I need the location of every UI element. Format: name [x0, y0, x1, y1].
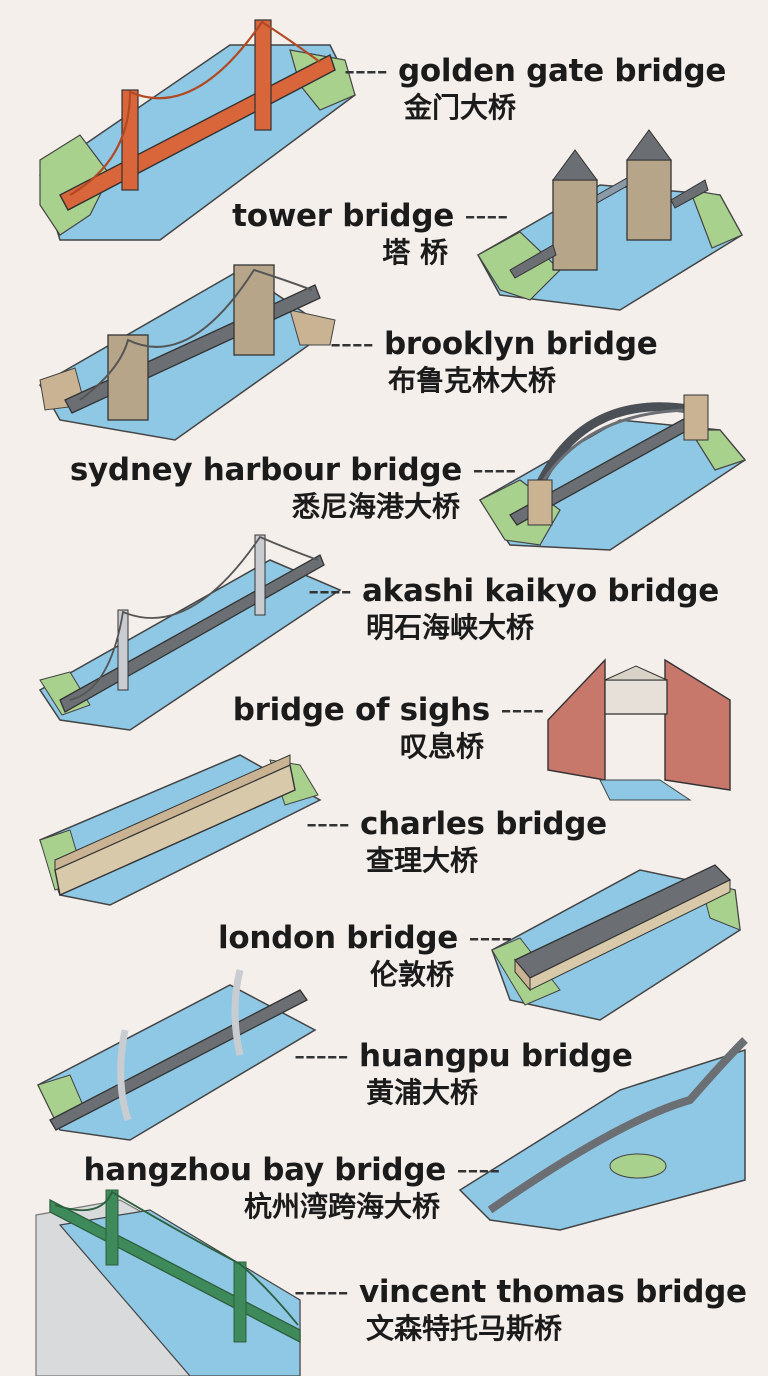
bridge-name-zh: 悉尼海港大桥: [291, 490, 460, 523]
label-tower-bridge: tower bridge ---- 塔 桥: [232, 198, 508, 269]
charles-bridge-illustration: [39, 754, 322, 906]
bridge-name-zh: 金门大桥: [404, 91, 517, 124]
bridge-name-zh: 查理大桥: [366, 844, 479, 877]
bridge-name-en: brooklyn bridge: [384, 326, 658, 362]
label-brooklyn: ---- brooklyn bridge 布鲁克林大桥: [330, 326, 658, 397]
bridge-name-en: vincent thomas bridge: [358, 1274, 747, 1310]
label-hangzhou: hangzhou bay bridge ---- 杭州湾跨海大桥: [83, 1152, 500, 1223]
tower-bridge-illustration: [476, 129, 744, 311]
bridge-name-zh: 文森特托马斯桥: [366, 1312, 563, 1345]
label-bridge-of-sighs: bridge of sighs ---- 叹息桥: [232, 692, 545, 763]
bridge-name-en: tower bridge: [232, 198, 454, 234]
akashi-kaikyo-illustration: [38, 534, 342, 731]
bridge-name-zh: 黄浦大桥: [366, 1076, 479, 1109]
hangzhou-bay-illustration: [458, 1037, 748, 1231]
bridge-name-zh: 塔 桥: [382, 236, 448, 269]
bridge-name-zh: 叹息桥: [399, 730, 484, 763]
london-bridge-illustration: [491, 864, 741, 1021]
bridge-name-en: golden gate bridge: [398, 53, 727, 89]
golden-gate-illustration: [39, 19, 356, 241]
label-golden-gate: ---- golden gate bridge 金门大桥: [344, 53, 727, 124]
huangpu-bridge-illustration: [37, 969, 317, 1141]
bridge-name-en: akashi kaikyo bridge: [362, 573, 720, 609]
label-huangpu: ----- huangpu bridge 黄浦大桥: [294, 1038, 633, 1109]
label-vincent-thomas: ----- vincent thomas bridge 文森特托马斯桥: [294, 1274, 747, 1345]
label-akashi: ---- akashi kaikyo bridge 明石海峡大桥: [308, 573, 720, 644]
sydney-harbour-illustration: [478, 394, 747, 551]
bridge-of-sighs-illustration: [547, 658, 731, 801]
bridge-name-zh: 明石海峡大桥: [366, 611, 535, 644]
label-charles: ---- charles bridge 查理大桥: [306, 806, 607, 877]
bridge-name-zh: 杭州湾跨海大桥: [243, 1190, 440, 1223]
bridge-name-en: sydney harbour bridge: [69, 452, 462, 488]
vincent-thomas-illustration: [35, 1189, 301, 1376]
bridge-name-en: charles bridge: [360, 806, 607, 842]
label-london: london bridge ---- 伦敦桥: [218, 920, 512, 991]
bridge-name-en: huangpu bridge: [358, 1038, 633, 1074]
brooklyn-bridge-illustration: [38, 264, 336, 441]
bridge-name-en: bridge of sighs: [232, 692, 490, 728]
bridge-name-en: london bridge: [218, 920, 458, 956]
label-sydney: sydney harbour bridge ---- 悉尼海港大桥: [69, 452, 516, 523]
bridge-name-zh: 布鲁克林大桥: [388, 364, 557, 397]
bridge-name-en: hangzhou bay bridge: [83, 1152, 446, 1188]
bridge-name-zh: 伦敦桥: [369, 958, 454, 991]
